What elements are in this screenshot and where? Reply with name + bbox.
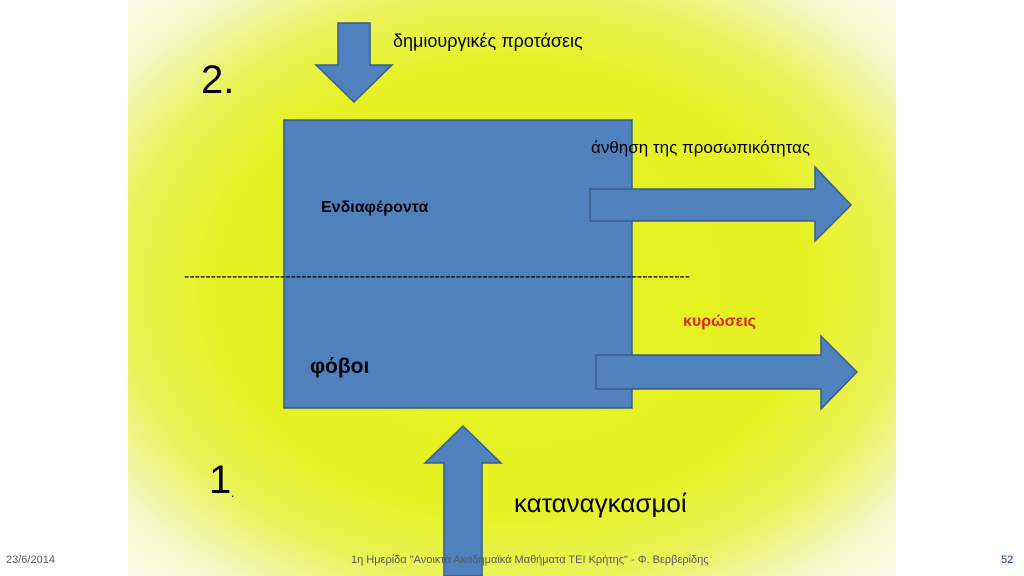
dashed-divider: ----------------------------------------… — [184, 268, 691, 285]
arrow-right-lower-icon — [595, 334, 859, 411]
coercion-label: καταναγκασμοί — [514, 488, 687, 518]
arrow-right-upper-icon — [589, 165, 853, 243]
step-number-one: 1 — [209, 458, 232, 502]
central-box — [283, 119, 633, 409]
sanctions-label: κυρώσεις — [683, 313, 756, 330]
step-number-two: 2. — [201, 58, 235, 102]
personality-blossom-label: άνθηση της προσωπικότητας — [591, 138, 811, 157]
step-number-one-dot: . — [231, 486, 235, 500]
footer-title: 1η Ημερίδα "Ανοικτά Ακαδημαϊκά Μαθήματα … — [351, 554, 709, 566]
arrow-up-icon — [423, 424, 503, 576]
page-number: 52 — [1001, 554, 1014, 566]
arrow-down-icon — [314, 22, 394, 104]
fears-label: φόβοι — [310, 355, 370, 378]
creative-proposals-label: δημιουργικές προτάσεις — [393, 31, 583, 51]
interests-label: Ενδιαφέροντα — [321, 199, 429, 216]
footer-date: 23/6/2014 — [6, 554, 55, 566]
